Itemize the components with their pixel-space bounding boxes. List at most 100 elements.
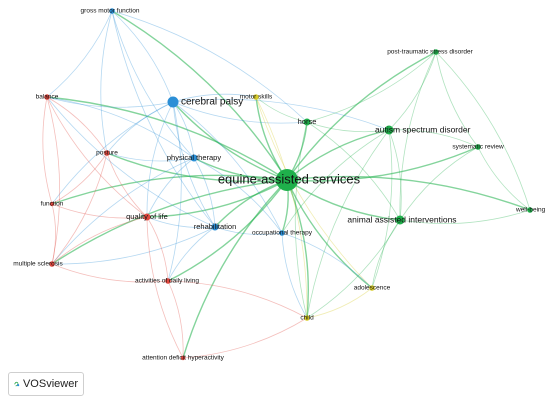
node-eas[interactable] — [276, 169, 298, 191]
link-asd-aai — [388, 129, 402, 221]
node-ms[interactable] — [49, 261, 55, 267]
link-gmf-horse — [111, 10, 308, 123]
link-asd-ptsd — [388, 51, 437, 131]
link-ms-adl — [51, 263, 169, 283]
label-gmf: gross motor function — [81, 8, 140, 15]
link-horse-motor — [255, 96, 308, 123]
link-rehab-balance — [46, 96, 216, 228]
label-adl: activities of daily living — [135, 278, 199, 285]
link-adl-child — [167, 280, 308, 319]
link-pt-rehab — [193, 157, 216, 228]
node-horse[interactable] — [303, 118, 311, 126]
link-rehab-ot — [214, 226, 283, 235]
node-ot[interactable] — [279, 230, 285, 236]
node-rehab[interactable] — [211, 223, 219, 231]
label-rehab: rehabilitation — [194, 222, 237, 231]
link-motor-child — [255, 96, 308, 319]
label-adol: adolescence — [354, 285, 391, 292]
link-asd-adol — [371, 129, 393, 289]
link-cp-motor — [172, 93, 257, 103]
link-asd-sr — [388, 129, 479, 148]
link-cp-posture — [106, 101, 174, 154]
link-cp-function — [51, 101, 174, 205]
label-horse: horse — [298, 117, 317, 126]
link-eas-qol — [146, 179, 288, 218]
label-ptsd: post-traumatic stress disorder — [387, 49, 473, 56]
link-rehab-adl — [167, 226, 216, 282]
link-eas-ms — [51, 179, 288, 265]
node-posture[interactable] — [104, 150, 110, 156]
network-links — [42, 10, 531, 359]
link-asd-ot — [281, 129, 390, 234]
link-cp-balance — [46, 96, 174, 108]
node-adhd[interactable] — [180, 355, 186, 361]
link-pt-ms — [51, 157, 195, 265]
link-qol-ms — [51, 216, 148, 265]
link-eas-adl — [167, 179, 288, 282]
link-cp-ot — [172, 101, 283, 234]
link-eas-posture — [106, 152, 288, 183]
link-adl-adhd — [167, 280, 184, 359]
link-horse-child — [294, 121, 308, 319]
link-balance-ms — [46, 96, 61, 265]
label-eas: equine-assisted services — [218, 171, 361, 186]
node-function[interactable] — [49, 201, 55, 207]
link-cp-gmf — [111, 10, 174, 103]
link-cp-adl — [167, 101, 182, 282]
vosviewer-brand-name: VOSviewer — [22, 378, 78, 390]
link-eas-aai — [286, 179, 401, 221]
link-posture-qol — [106, 152, 148, 218]
link-ot-adol — [281, 232, 373, 289]
label-function: function — [41, 201, 64, 208]
node-aai[interactable] — [395, 215, 405, 225]
link-pt-qol — [146, 157, 195, 218]
link-eas-adhd — [182, 179, 288, 359]
node-child[interactable] — [304, 315, 310, 321]
link-gmf-rehab — [111, 10, 216, 228]
label-posture: posture — [96, 150, 118, 157]
node-ptsd[interactable] — [433, 49, 439, 55]
link-motor-adol — [255, 96, 373, 289]
link-posture-function — [51, 152, 108, 205]
node-asd[interactable] — [384, 125, 394, 135]
link-eas-gmf — [111, 10, 288, 181]
label-cp: cerebral palsy — [181, 97, 243, 108]
link-cp-qol — [146, 101, 174, 218]
link-eas-cp — [172, 101, 288, 181]
link-balance-posture — [46, 96, 108, 154]
node-pt[interactable] — [190, 154, 198, 162]
link-adol-child — [306, 287, 373, 319]
node-adol[interactable] — [369, 285, 375, 291]
node-adl[interactable] — [165, 278, 171, 284]
link-eas-adol — [286, 179, 373, 289]
link-aai-sr — [399, 146, 479, 221]
link-cp-rehab — [172, 101, 216, 228]
node-cp[interactable] — [167, 96, 179, 108]
label-balance: balance — [36, 94, 59, 101]
node-sr[interactable] — [475, 144, 481, 150]
node-wb[interactable] — [527, 207, 533, 213]
link-asd-child — [306, 129, 390, 319]
link-rehab-ms — [51, 226, 216, 265]
link-eas-sr — [286, 146, 479, 182]
node-balance[interactable] — [44, 94, 50, 100]
node-gmf[interactable] — [109, 8, 115, 14]
label-pt: physical therapy — [167, 153, 221, 162]
label-wb: well-being — [515, 207, 546, 214]
link-eas-function — [51, 174, 288, 205]
network-nodes — [44, 8, 533, 361]
link-aai-ptsd — [399, 51, 437, 221]
link-pt-balance — [46, 96, 195, 159]
node-qol[interactable] — [143, 213, 151, 221]
label-qol: quality of life — [126, 212, 168, 221]
link-eas-asd — [286, 129, 390, 181]
link-horse-ptsd — [306, 51, 437, 123]
label-asd: autism spectrum disorder — [375, 124, 471, 134]
link-adhd-child — [182, 317, 308, 359]
link-ot-child — [281, 232, 308, 319]
label-aai: animal assisted interventions — [347, 214, 456, 224]
node-motor[interactable] — [253, 94, 259, 100]
link-eas-ptsd — [286, 51, 437, 181]
